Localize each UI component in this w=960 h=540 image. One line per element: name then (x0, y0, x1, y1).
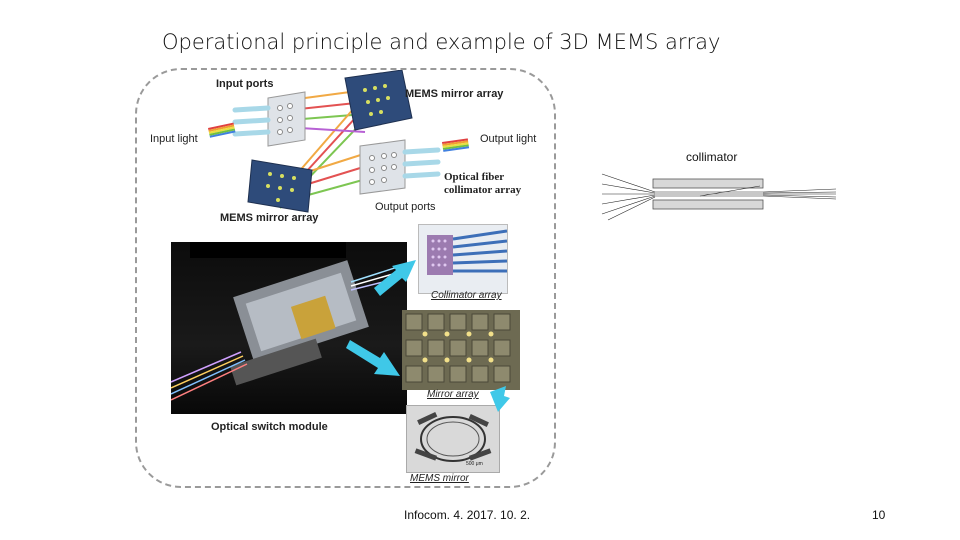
mems-mirror-photo (406, 405, 500, 473)
input-fibers (232, 105, 271, 137)
callout-arrow-collimator (374, 260, 416, 296)
page-number: 10 (872, 508, 886, 522)
collimator-lens-top (652, 178, 764, 189)
label-collimator-array: collimator array (444, 184, 522, 196)
callout-arrows (346, 260, 510, 412)
collimator-rays (601, 173, 837, 221)
output-fibers (402, 147, 441, 179)
callout-arrow-mems (490, 386, 510, 412)
optical-switch-module-photo (171, 242, 407, 414)
label-mems-mirror-photo: MEMS mirror (410, 473, 469, 484)
callout-arrow-mirror (346, 340, 400, 376)
collimator-label: collimator (686, 150, 738, 164)
output-port-block (359, 139, 406, 195)
mirror-array-bottom (247, 159, 313, 213)
slide-title: Operational principle and example of 3D … (162, 30, 721, 54)
label-input-ports: Input ports (216, 78, 274, 90)
slide-footer: Infocom. 4. 2017. 10. 2. (404, 508, 531, 522)
label-output-light: Output light (480, 133, 537, 145)
label-optical-switch-module: Optical switch module (211, 421, 328, 433)
label-input-light: Input light (150, 133, 198, 145)
input-port-block (267, 91, 306, 147)
label-mirror-array-photo: Mirror array (427, 389, 479, 400)
label-mems-mirror-array-top: MEMS mirror array (405, 88, 504, 100)
collimator-lens-bottom (652, 199, 764, 210)
label-collimator-array-photo: Collimator array (431, 290, 502, 301)
collimator-array-photo (418, 224, 508, 294)
output-light-beam (442, 138, 470, 152)
input-light-beam (208, 122, 236, 138)
mirror-array-top (344, 70, 413, 131)
label-mems-mirror-array-bottom: MEMS mirror array (220, 212, 319, 224)
collimator-ray-diagram (601, 173, 837, 221)
figure-frame (135, 68, 556, 488)
mems-principle-schematic (208, 70, 470, 213)
photo-caption-bar (190, 242, 346, 258)
scale-bar-label: 500 μm (466, 461, 483, 467)
mirror-array-photo (402, 310, 520, 390)
label-optical-fiber: Optical fiber (444, 171, 505, 183)
label-output-ports: Output ports (375, 201, 436, 213)
